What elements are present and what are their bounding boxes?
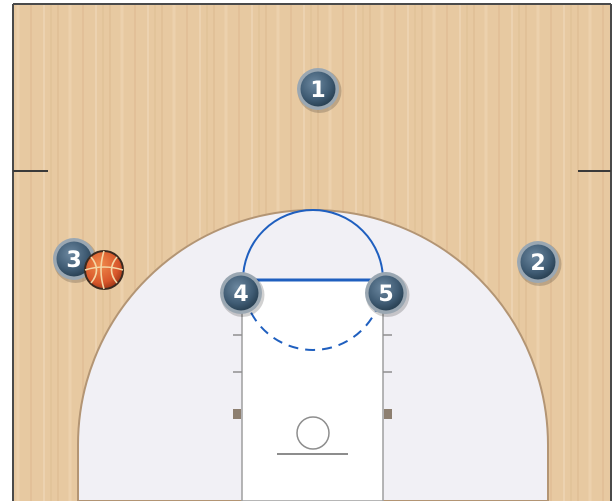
paint-lane <box>242 280 383 501</box>
basketball-icon <box>85 251 123 289</box>
player-4-label: 4 <box>233 282 248 307</box>
ball-layer <box>85 251 123 289</box>
player-3-label: 3 <box>66 248 81 273</box>
rim <box>297 417 329 449</box>
player-1-label: 1 <box>310 78 325 103</box>
player-5-label: 5 <box>378 282 393 307</box>
player-2-label: 2 <box>530 251 545 276</box>
